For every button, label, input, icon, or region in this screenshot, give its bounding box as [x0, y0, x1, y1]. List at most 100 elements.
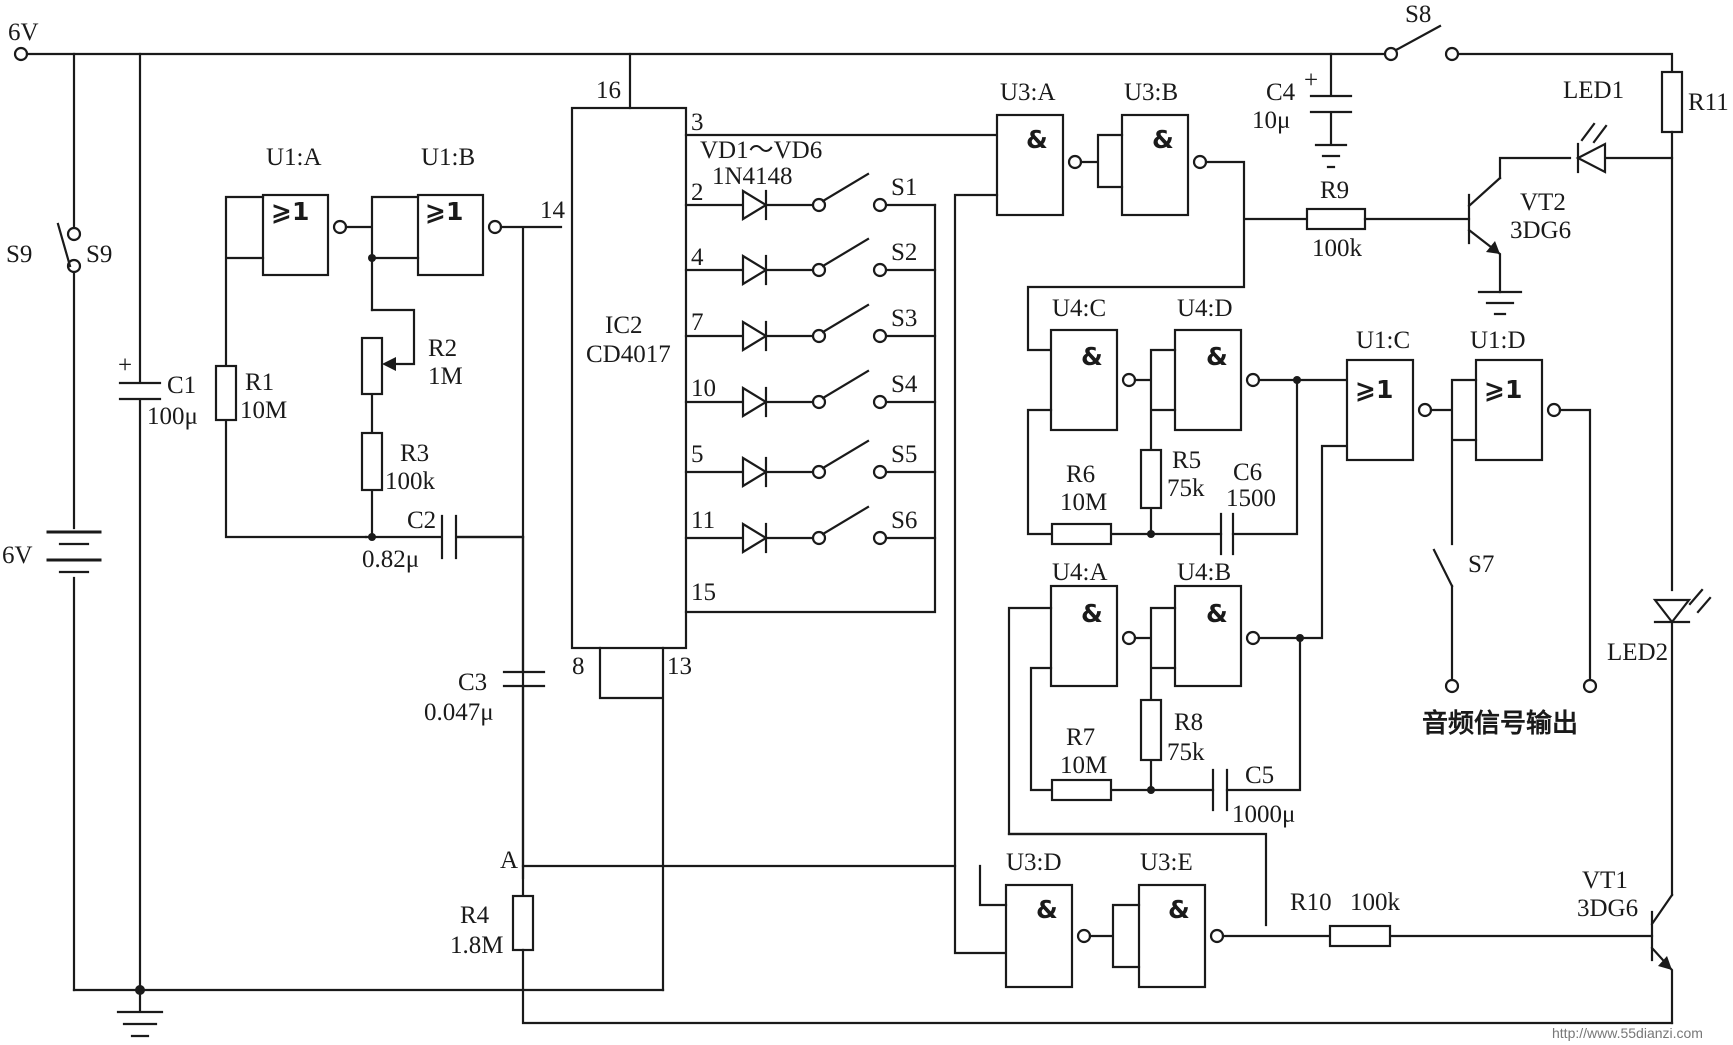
svg-text:U3:D: U3:D	[1006, 849, 1062, 876]
svg-text:100k: 100k	[1312, 235, 1363, 262]
diode-switch-row-1[interactable]: S1	[684, 172, 937, 221]
svg-text:15: 15	[691, 579, 716, 606]
svg-text:3: 3	[691, 109, 704, 136]
diode-switch-row-4[interactable]: S4	[684, 369, 937, 418]
capacitor-c4: + C4 10μ	[1252, 52, 1353, 169]
svg-text:2: 2	[691, 179, 704, 206]
diode-switch-row-2[interactable]: S2	[684, 237, 937, 286]
svg-text:10μ: 10μ	[1252, 107, 1290, 134]
osc1-wires	[1026, 348, 1349, 538]
svg-text:&: &	[1026, 125, 1048, 154]
svg-text:1500: 1500	[1226, 485, 1276, 512]
svg-text:U3:B: U3:B	[1124, 79, 1178, 106]
svg-text:0.82μ: 0.82μ	[362, 546, 419, 573]
switch-s3-label: S3	[891, 305, 917, 332]
resistor-r3: R3 100k	[360, 431, 436, 495]
svg-text:8: 8	[572, 653, 585, 680]
supply-label: 6V	[8, 19, 39, 46]
battery-label: 6V	[2, 542, 33, 569]
svg-text:LED2: LED2	[1607, 639, 1668, 666]
resistor-r8: R8 75k	[1139, 698, 1205, 766]
svg-text:CD4017: CD4017	[586, 341, 671, 368]
svg-text:U1:C: U1:C	[1356, 327, 1410, 354]
svg-text:U4:A: U4:A	[1052, 559, 1108, 586]
gate-u4b: & U4:B	[1173, 559, 1261, 688]
capacitor-c1: + C1 100μ	[118, 52, 198, 992]
gate-u4a: & U4:A	[1049, 559, 1137, 688]
svg-text:10M: 10M	[1060, 489, 1107, 516]
switch-s1-label: S1	[891, 174, 917, 201]
svg-text:U4:C: U4:C	[1052, 295, 1106, 322]
svg-text:R5: R5	[1172, 447, 1201, 474]
svg-text:16: 16	[596, 77, 621, 104]
capacitor-c2: C2 0.82μ	[362, 507, 525, 573]
gate-u3d: & U3:D	[1004, 849, 1092, 989]
svg-text:1.8M: 1.8M	[450, 932, 503, 959]
resistor-r6: R6 10M	[1050, 461, 1113, 546]
resistor-r11: R11	[1660, 70, 1729, 897]
gate-u3a: & U3:A	[995, 79, 1083, 217]
capacitor-c6: C6 1500	[1219, 459, 1276, 556]
svg-text:+: +	[118, 352, 132, 379]
switch-s6-label: S6	[891, 507, 917, 534]
gate-u1c: ⩾1 U1:C	[1345, 327, 1433, 462]
svg-text:&: &	[1081, 342, 1103, 371]
svg-text:S7: S7	[1468, 551, 1494, 578]
svg-text:3DG6: 3DG6	[1577, 895, 1638, 922]
diode-switch-row-3[interactable]: S3	[684, 303, 937, 352]
power-switch-s9[interactable]: S9 S9	[6, 52, 112, 992]
resistor-r7: R7 10M	[1050, 724, 1113, 802]
svg-text:U4:B: U4:B	[1177, 559, 1231, 586]
audio-output-label: 音频信号输出	[1422, 708, 1578, 739]
svg-text:C4: C4	[1266, 79, 1296, 106]
svg-text:⩾1: ⩾1	[1355, 375, 1393, 404]
switch-s8[interactable]: S8	[1383, 1, 1460, 62]
svg-text:&: &	[1168, 895, 1190, 924]
u3de-wires	[978, 832, 1654, 969]
svg-text:R4: R4	[460, 902, 490, 929]
gate-u1d: ⩾1 U1:D	[1470, 327, 1562, 462]
svg-text:U3:E: U3:E	[1140, 849, 1193, 876]
diode-switch-row-5[interactable]: S5	[684, 439, 937, 488]
svg-text:7: 7	[691, 309, 704, 336]
svg-text:C2: C2	[407, 507, 436, 534]
switch-s7[interactable]: S7	[1432, 548, 1494, 588]
svg-text:⩾1: ⩾1	[271, 197, 309, 226]
svg-text:1N4148: 1N4148	[712, 163, 793, 190]
audio-output-terminals[interactable]: 音频信号输出	[1422, 678, 1598, 739]
transistor-vt1: VT1 3DG6	[1577, 867, 1674, 1025]
svg-text:⩾1: ⩾1	[1484, 375, 1522, 404]
svg-text:75k: 75k	[1167, 475, 1205, 502]
svg-text:U1:D: U1:D	[1470, 327, 1526, 354]
svg-text:&: &	[1206, 599, 1228, 628]
svg-text:1M: 1M	[428, 363, 463, 390]
svg-text:5: 5	[691, 441, 704, 468]
gate-u1a: ⩾1 U1:A	[261, 144, 348, 277]
svg-text:U1:B: U1:B	[421, 144, 475, 171]
svg-text:3DG6: 3DG6	[1510, 217, 1571, 244]
node-a: A	[500, 847, 957, 874]
svg-text:R7: R7	[1066, 724, 1095, 751]
svg-text:R3: R3	[400, 440, 429, 467]
svg-text:100k: 100k	[385, 468, 436, 495]
svg-text:S8: S8	[1405, 1, 1431, 28]
svg-text:+: +	[1304, 67, 1318, 94]
svg-text:75k: 75k	[1167, 739, 1205, 766]
svg-text:4: 4	[691, 244, 704, 271]
svg-text:U4:D: U4:D	[1177, 295, 1233, 322]
svg-text:&: &	[1036, 895, 1058, 924]
svg-text:&: &	[1152, 125, 1174, 154]
led2: LED2	[1607, 588, 1712, 666]
gate-u1b: ⩾1 U1:B	[416, 144, 503, 277]
svg-text:C1: C1	[167, 372, 196, 399]
resistor-r9: R9 100k	[1305, 177, 1471, 262]
resistor-r10: R10 100k	[1290, 889, 1401, 948]
svg-text:C3: C3	[458, 669, 487, 696]
diode-switch-row-6[interactable]: S6	[684, 505, 937, 554]
switch-s2-label: S2	[891, 239, 917, 266]
gate-u4c: & U4:C	[1049, 295, 1137, 432]
switch-s5-label: S5	[891, 441, 917, 468]
svg-text:13: 13	[667, 653, 692, 680]
svg-text:VT1: VT1	[1582, 867, 1628, 894]
ground-rail	[72, 985, 665, 1038]
